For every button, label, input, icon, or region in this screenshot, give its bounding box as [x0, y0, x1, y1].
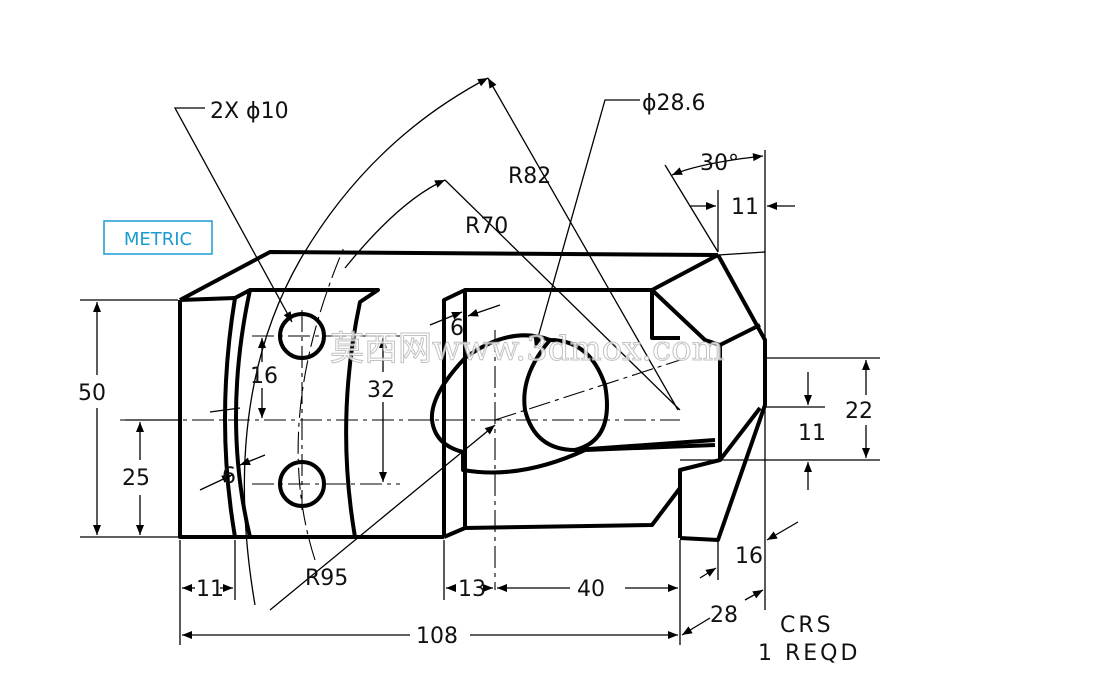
dim-11-bottom: 11 — [196, 577, 224, 602]
arc-strip-top — [250, 288, 380, 538]
bore-callout: ϕ28.6 — [642, 91, 706, 116]
dim-6-lower: 6 — [222, 464, 236, 489]
dimension-lines — [80, 77, 880, 645]
dim-6-upper: 6 — [450, 316, 464, 341]
right-end — [679, 254, 767, 542]
right-vee-upper — [650, 288, 761, 347]
part-outline — [178, 250, 767, 542]
watermark: 莫西网www.3dmox.com — [330, 329, 724, 369]
r82-label: R82 — [508, 164, 551, 189]
dim-50: 50 — [78, 381, 106, 406]
dim-40: 40 — [577, 577, 605, 602]
left-face-top — [179, 250, 719, 302]
dim-25: 25 — [122, 466, 150, 491]
dim-11-right: 11 — [798, 421, 826, 446]
center-lines — [120, 244, 681, 590]
bore-back-edge — [574, 438, 716, 452]
dimension-text: 2X ϕ10 ϕ28.6 R82 R70 R95 30° 11 50 25 16… — [78, 91, 873, 649]
dim-32: 32 — [367, 378, 395, 403]
dim-108: 108 — [416, 624, 458, 649]
metric-label: METRIC — [124, 229, 192, 250]
left-face — [178, 296, 237, 539]
holes-callout: 2X ϕ10 — [210, 99, 289, 124]
right-vee-lower — [718, 406, 762, 462]
bore-notch-lower — [461, 443, 716, 475]
metric-box — [103, 220, 213, 255]
dim-16-left: 16 — [250, 364, 278, 389]
curved-slot-inner — [234, 288, 252, 538]
bore-top — [463, 333, 551, 360]
r70-label: R70 — [465, 214, 508, 239]
right-block-front-lower — [464, 486, 682, 530]
material-note: CRS — [780, 613, 834, 638]
angle-label: 30° — [700, 151, 739, 176]
quantity-note: 1 REQD — [758, 641, 860, 666]
bore-notch-upper — [429, 356, 467, 454]
slot-top — [465, 253, 719, 292]
dim-11-top: 11 — [731, 195, 759, 220]
dim-22: 22 — [845, 399, 873, 424]
r95-label: R95 — [305, 566, 348, 591]
dim-28: 28 — [710, 603, 738, 628]
dim-13: 13 — [458, 577, 486, 602]
right-block-front — [650, 290, 680, 340]
dim-16-bottom: 16 — [735, 544, 763, 569]
